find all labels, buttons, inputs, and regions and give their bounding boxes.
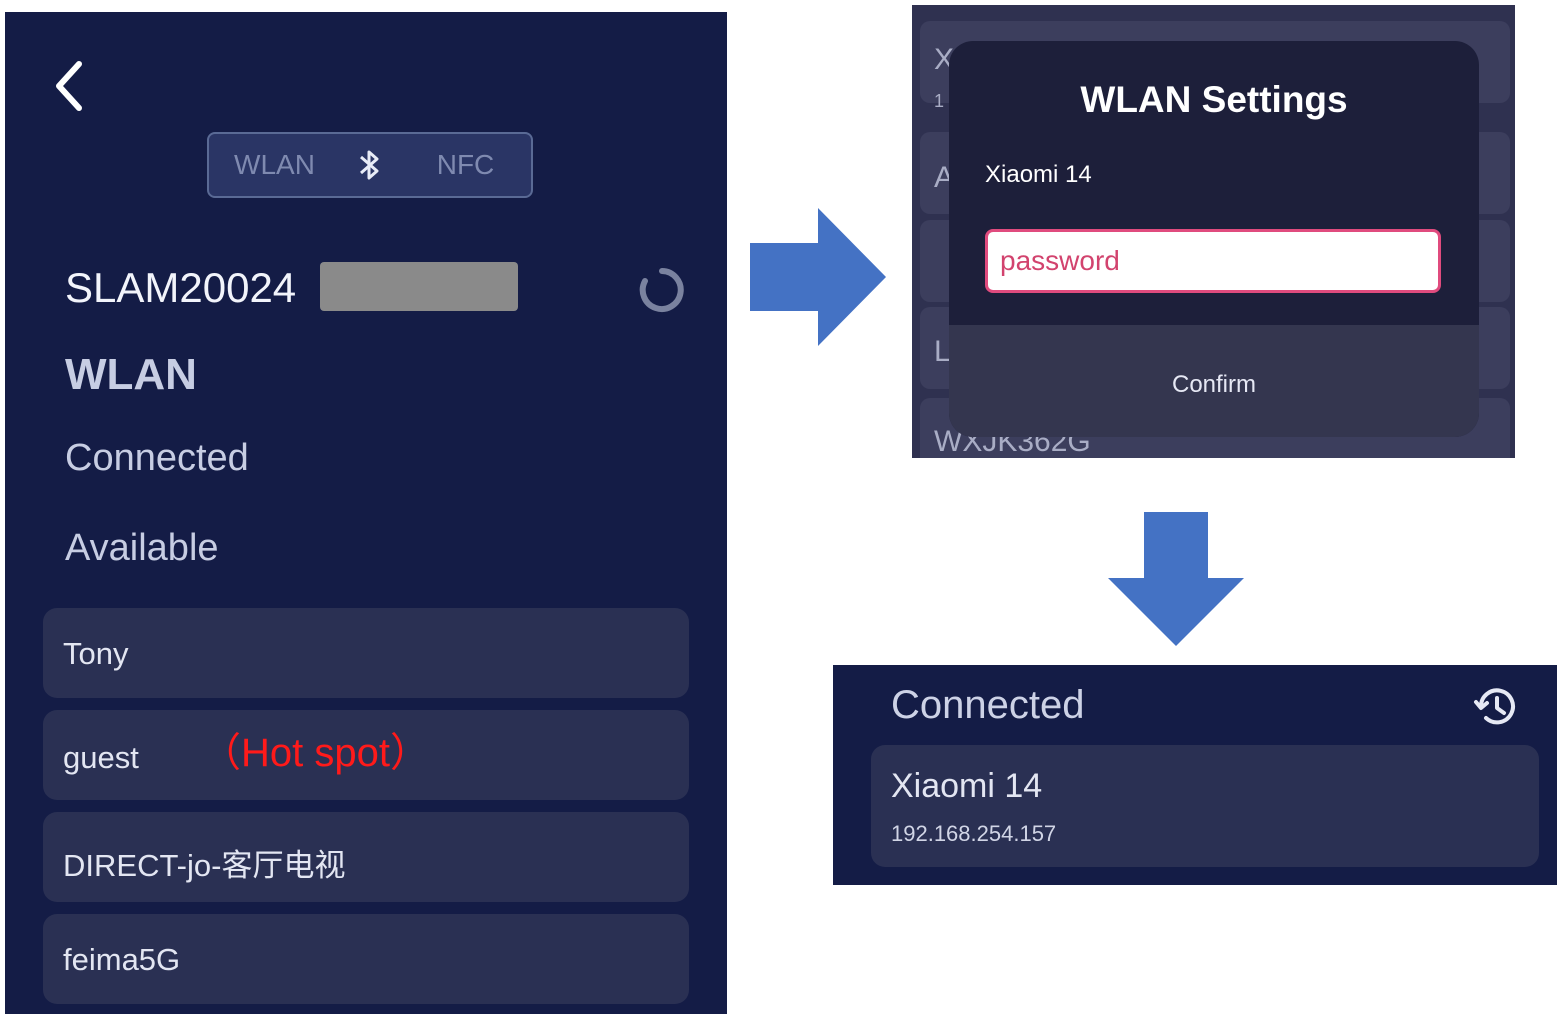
section-title: WLAN xyxy=(65,350,197,399)
network-name: feima5G xyxy=(63,942,181,977)
tab-nfc[interactable]: NFC xyxy=(436,149,495,180)
wlan-list-screen: WLAN NFC SLAM20024 WLAN Connected Availa… xyxy=(5,12,727,1014)
network-name: Tony xyxy=(63,636,129,671)
dialog-footer xyxy=(949,325,1479,437)
arrow-right-icon xyxy=(750,208,886,346)
network-item-guest[interactable]: guest （Hot spot） xyxy=(43,710,689,800)
dialog-title: WLAN Settings xyxy=(1080,79,1348,120)
hotspot-annotation: （Hot spot） xyxy=(201,731,430,775)
network-name: guest xyxy=(63,740,139,775)
connected-result-screen: Connected Xiaomi 14 192.168.254.157 xyxy=(833,665,1557,885)
wlan-settings-screen: X 1 A L WXJK362G WLAN Settings Xiaomi 14… xyxy=(912,5,1515,458)
bluetooth-icon xyxy=(360,150,379,180)
background-text: L xyxy=(934,335,951,368)
confirm-button[interactable]: Confirm xyxy=(1171,371,1256,398)
network-name: DIRECT-jo-客厅电视 xyxy=(63,848,346,883)
wlan-settings-dialog: WLAN Settings Xiaomi 14 password Confirm xyxy=(949,41,1479,437)
network-item-direct-tv[interactable]: DIRECT-jo-客厅电视 xyxy=(43,812,689,902)
device-id: SLAM20024 xyxy=(65,264,297,311)
network-name: Xiaomi 14 xyxy=(891,767,1043,805)
connected-heading: Connected xyxy=(891,683,1085,727)
loading-spinner-icon xyxy=(639,268,684,312)
arrow-down-icon xyxy=(1108,512,1244,646)
background-text: 1 xyxy=(934,91,945,111)
history-icon[interactable] xyxy=(1473,685,1517,729)
password-input[interactable]: password xyxy=(985,229,1441,293)
back-icon[interactable] xyxy=(45,52,95,112)
tab-wlan[interactable]: WLAN xyxy=(234,149,315,180)
tab-bluetooth[interactable] xyxy=(340,147,400,183)
available-heading: Available xyxy=(65,527,219,569)
connection-type-switch: WLAN NFC xyxy=(207,132,533,198)
redacted-block xyxy=(320,262,518,311)
connected-heading: Connected xyxy=(65,437,249,479)
network-item-feima5g[interactable]: feima5G xyxy=(43,914,689,1004)
dialog-network-name: Xiaomi 14 xyxy=(985,161,1092,188)
network-item-tony[interactable]: Tony xyxy=(43,608,689,698)
connected-network-card[interactable]: Xiaomi 14 192.168.254.157 xyxy=(871,745,1539,867)
ip-address: 192.168.254.157 xyxy=(891,821,1057,846)
